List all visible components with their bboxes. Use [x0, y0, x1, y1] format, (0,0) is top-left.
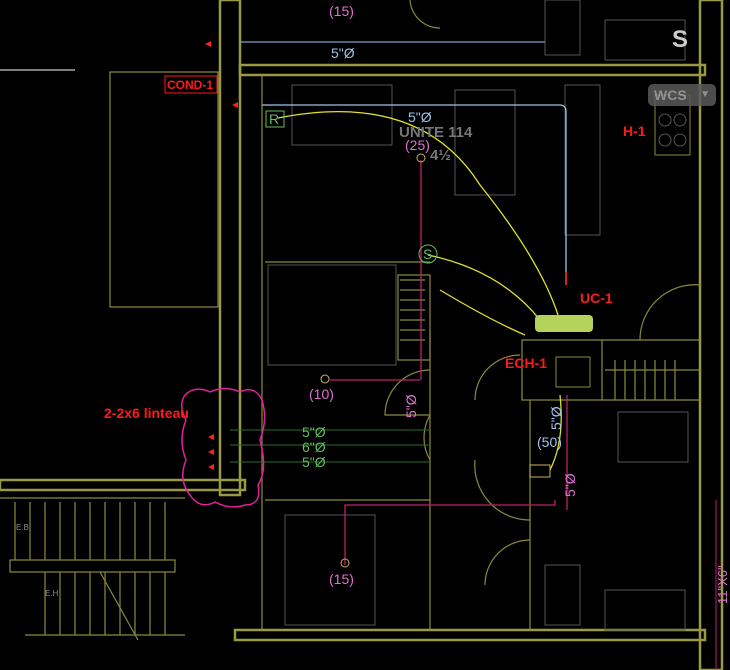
cond-1-label[interactable]: COND-1: [167, 78, 213, 92]
linteau-label[interactable]: 2-2x6 linteau: [104, 405, 189, 421]
return-marker: R: [269, 111, 279, 127]
duct-size-bath-blue: 5"Ø: [548, 406, 564, 430]
diffuser-bed1[interactable]: [320, 374, 330, 384]
wcs-menu-button[interactable]: WCS ▼: [648, 84, 716, 106]
ech-1-unit[interactable]: [555, 356, 591, 388]
diffuser-kitchen-cfm: (25): [405, 137, 430, 153]
ech-1-label[interactable]: ECH-1: [505, 355, 547, 371]
wcs-label: WCS: [654, 87, 687, 103]
duct-size-green-2: 6"Ø: [302, 439, 326, 455]
stair-up-label: E.B: [16, 523, 29, 532]
duct-size-top: 5"Ø: [331, 45, 355, 61]
supply-marker: S: [423, 246, 432, 262]
duct-size-vertical: 5"Ø: [403, 394, 419, 418]
stair-down-label: E.H: [45, 589, 59, 598]
viewcube-compass[interactable]: S: [672, 26, 689, 53]
diffuser-kitchen[interactable]: [416, 153, 426, 163]
unit-name: UNITE 114: [399, 124, 473, 141]
diffuser-bed2[interactable]: [340, 558, 350, 568]
diffuser-bed2-cfm: (15): [329, 571, 354, 587]
dimension-label: 11"X6": [715, 565, 730, 604]
duct-size-green-3: 5"Ø: [302, 454, 326, 470]
unit-type: 4½: [430, 147, 451, 164]
diffuser-top-cfm: (15): [329, 3, 354, 19]
uc-1-unit[interactable]: [535, 315, 593, 332]
uc-1-label[interactable]: UC-1: [580, 290, 613, 306]
revision-cloud: [181, 387, 266, 508]
chevron-down-icon: ▼: [700, 89, 710, 100]
h-1-label[interactable]: H-1: [623, 123, 646, 139]
furniture: [267, 0, 691, 631]
exhaust-fan[interactable]: [529, 464, 551, 478]
return-marker-box[interactable]: [265, 110, 285, 128]
duct-size-green-1: 5"Ø: [302, 424, 326, 440]
duct-size-kitchen: 5"Ø: [408, 109, 432, 125]
diffuser-bed1-cfm: (10): [309, 386, 334, 402]
diffuser-bath-cfm: (50): [537, 434, 562, 450]
supply-marker-circle[interactable]: [418, 244, 438, 264]
duct-size-bath-pink: 5"Ø: [562, 473, 578, 497]
